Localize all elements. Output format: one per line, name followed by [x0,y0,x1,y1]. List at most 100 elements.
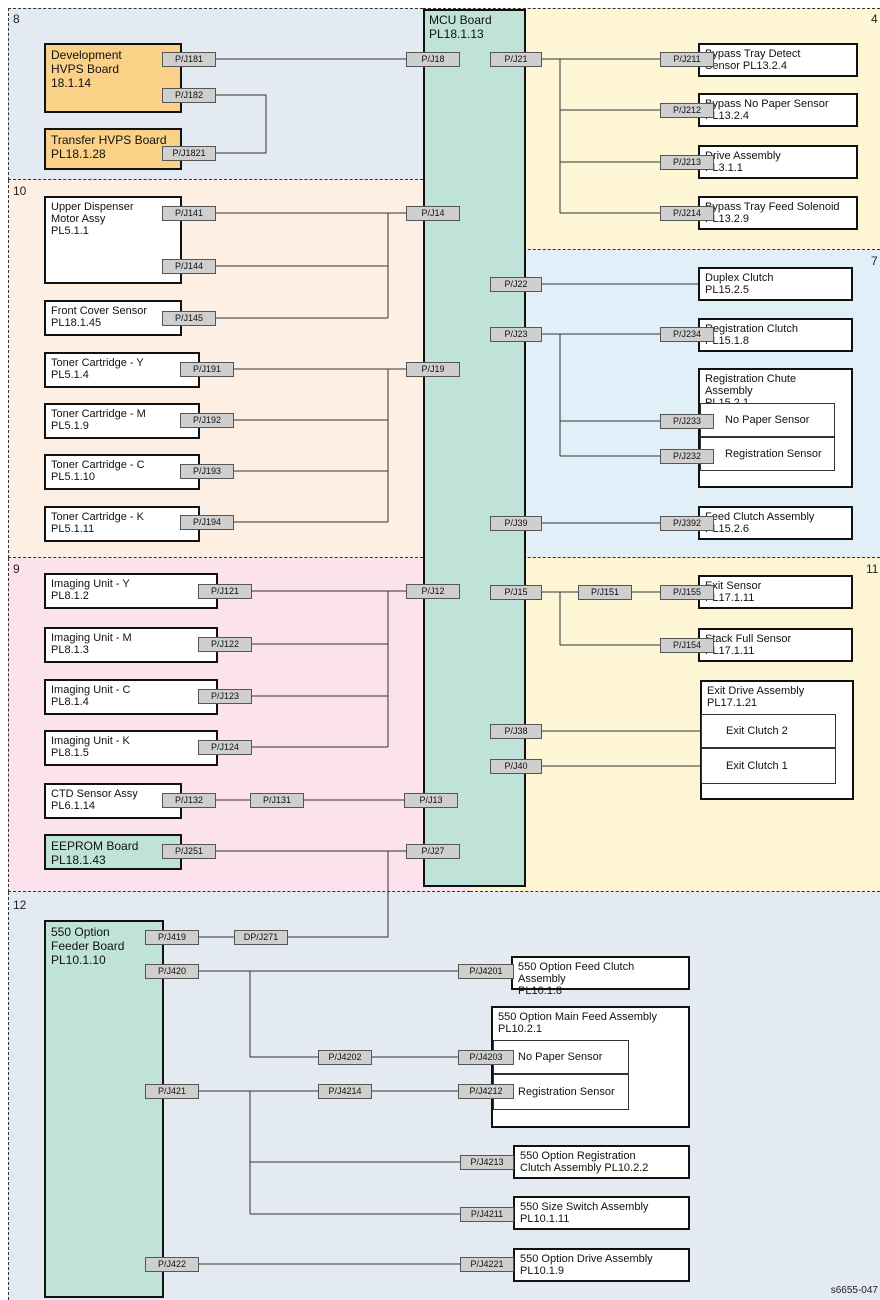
zone-number-7: 7 [871,254,878,268]
550-size-switch-assembly: 550 Size Switch Assembly PL10.1.11 [513,1196,690,1230]
imaging-c-line1: Imaging Unit - C [51,684,131,696]
connector-pj214: P/J214 [660,206,714,221]
toner-k-line1: Toner Cartridge - K [51,511,144,523]
550-option-feed-clutch-assembly: 550 Option Feed Clutch Assembly PL10.1.8 [511,956,690,997]
feed-clutch-line2: PL15.2.6 [705,523,750,535]
bypass-no-paper-sensor: Bypass No Paper Sensor PL13.2.4 [698,93,858,127]
connector-pj4203: P/J4203 [458,1050,514,1065]
eeprom-line2: PL18.1.43 [51,853,106,867]
bypass-solenoid-line2: PL13.2.9 [705,213,750,225]
opt-main-feed-no-paper-sensor: No Paper Sensor [493,1040,629,1074]
imaging-unit-k: Imaging Unit - K PL8.1.5 [44,730,218,766]
connector-pj132: P/J132 [162,793,216,808]
drive-assy-line2: PL3.1.1 [705,162,743,174]
toner-cartridge-k: Toner Cartridge - K PL5.1.11 [44,506,200,542]
front-cover-line2: PL18.1.45 [51,317,102,329]
imaging-k-line2: PL8.1.5 [51,747,89,759]
imaging-m-line1: Imaging Unit - M [51,632,132,644]
connector-pj4211: P/J4211 [460,1207,514,1222]
opt-main-feed-registration-sensor: Registration Sensor [493,1074,629,1110]
bypass-tray-detect-sensor: Bypass Tray Detect Sensor PL13.2.4 [698,43,858,77]
opt-drive-line1: 550 Option Drive Assembly [520,1253,653,1265]
ctd-sensor-assy: CTD Sensor Assy PL6.1.14 [44,783,182,819]
imaging-k-line1: Imaging Unit - K [51,735,130,747]
opt-reg-clutch-line2: Clutch Assembly PL10.2.2 [520,1162,649,1174]
connector-pj4212: P/J4212 [458,1084,514,1099]
connector-pj121: P/J121 [198,584,252,599]
registration-clutch: Registration Clutch PL15.1.8 [698,318,853,352]
550-option-feeder-board: 550 Option Feeder Board PL10.1.10 [44,920,164,1298]
connector-pj12: P/J12 [406,584,460,599]
upper-dispenser-line2: Motor Assy [51,213,106,225]
toner-y-line2: PL5.1.4 [51,369,89,381]
connector-dpj271: DP/J271 [234,930,288,945]
connector-pj123: P/J123 [198,689,252,704]
toner-y-line1: Toner Cartridge - Y [51,357,144,369]
toner-m-line2: PL5.1.9 [51,420,89,432]
connector-pj40: P/J40 [490,759,542,774]
connector-pj38: P/J38 [490,724,542,739]
exit-drive-line2: PL17.1.21 [707,697,758,709]
reg-chute-line1: Registration Chute Assembly [705,373,797,397]
connector-pj155: P/J155 [660,585,714,600]
exit-clutch-1: Exit Clutch 1 [701,748,836,784]
opt-main-feed-line2: PL10.2.1 [498,1023,543,1035]
reg-clutch-line1: Registration Clutch [705,323,798,335]
connector-pj392: P/J392 [660,516,714,531]
connector-pj21: P/J21 [490,52,542,67]
connector-pj419: P/J419 [145,930,199,945]
imaging-unit-y: Imaging Unit - Y PL8.1.2 [44,573,218,609]
connector-pj151: P/J151 [578,585,632,600]
imaging-m-line2: PL8.1.3 [51,644,89,656]
mcu-board-title: MCU Board [429,13,492,27]
zone-number-10: 10 [13,184,27,198]
connector-pj234: P/J234 [660,327,714,342]
connector-pj19: P/J19 [406,362,460,377]
exit-sensor-line1: Exit Sensor [705,580,762,592]
550-option-drive-assembly: 550 Option Drive Assembly PL10.1.9 [513,1248,690,1282]
connector-pj421: P/J421 [145,1084,199,1099]
toner-cartridge-c: Toner Cartridge - C PL5.1.10 [44,454,200,490]
connector-pj124: P/J124 [198,740,252,755]
front-cover-sensor: Front Cover Sensor PL18.1.45 [44,300,182,336]
upper-dispenser-motor-assy: Upper Dispenser Motor Assy PL5.1.1 [44,196,182,284]
connector-pj4201: P/J4201 [458,964,514,979]
reg-chute-registration-sensor: Registration Sensor [700,437,835,471]
connector-pj15: P/J15 [490,585,542,600]
stack-full-line1: Stack Full Sensor [705,633,792,645]
opt-feed-clutch-line2: PL10.1.8 [518,985,563,997]
opt-size-switch-line1: 550 Size Switch Assembly [520,1201,649,1213]
feeder-board-line1: 550 Option [51,925,110,939]
stack-full-sensor: Stack Full Sensor PL17.1.11 [698,628,853,662]
reg-chute-no-paper-sensor: No Paper Sensor [700,403,835,437]
connector-pj4221: P/J4221 [460,1257,514,1272]
connector-pj122: P/J122 [198,637,252,652]
connector-pj251: P/J251 [162,844,216,859]
duplex-clutch-line2: PL15.2.5 [705,284,750,296]
front-cover-line1: Front Cover Sensor [51,305,147,317]
connector-pj22: P/J22 [490,277,542,292]
dev-hvps-line1: Development [51,48,122,62]
development-hvps-board: Development HVPS Board 18.1.14 [44,43,182,113]
reg-clutch-line2: PL15.1.8 [705,335,750,347]
ctd-line2: PL6.1.14 [51,800,96,812]
exit-sensor: Exit Sensor PL17.1.11 [698,575,853,609]
opt-size-switch-line2: PL10.1.11 [520,1213,570,1225]
bypass-solenoid-line1: Bypass Tray Feed Solenoid [705,201,840,213]
toner-c-line2: PL5.1.10 [51,471,96,483]
opt-reg-clutch-line1: 550 Option Registration [520,1150,636,1162]
drive-assy-line1: Drive Assembly [705,150,781,162]
toner-m-line1: Toner Cartridge - M [51,408,146,420]
stack-full-line2: PL17.1.11 [705,645,755,657]
upper-dispenser-line3: PL5.1.1 [51,225,89,237]
bypass-nopaper-line1: Bypass No Paper Sensor [705,98,829,110]
toner-cartridge-y: Toner Cartridge - Y PL5.1.4 [44,352,200,388]
connector-pj18: P/J18 [406,52,460,67]
upper-dispenser-line1: Upper Dispenser [51,201,134,213]
feeder-board-line3: PL10.1.10 [51,953,106,967]
transfer-hvps-board: Transfer HVPS Board PL18.1.28 [44,128,182,170]
exit-drive-line1: Exit Drive Assembly [707,685,805,697]
dev-hvps-line2: HVPS Board [51,62,120,76]
connector-pj141: P/J141 [162,206,216,221]
connector-pj420: P/J420 [145,964,199,979]
